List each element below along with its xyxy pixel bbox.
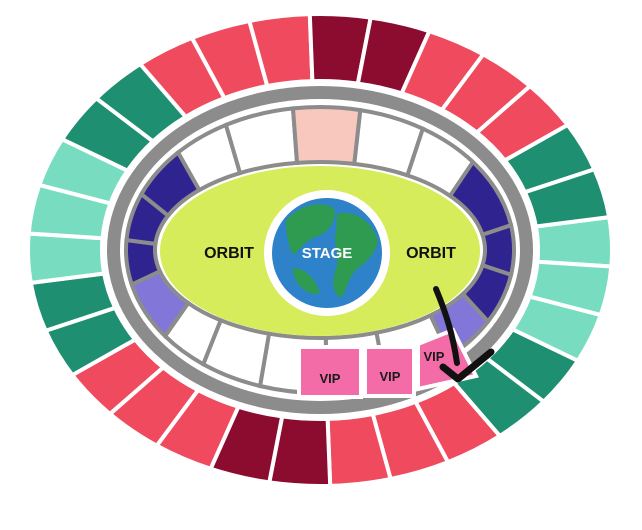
right-floor-label: ORBIT: [406, 245, 456, 262]
vip-label-left: VIP: [320, 371, 341, 386]
vip-label-right: VIP: [424, 349, 445, 364]
inner-section[interactable]: [290, 105, 363, 167]
inner-section[interactable]: [404, 125, 476, 199]
arrow-head: [439, 348, 495, 383]
location-arrow: [433, 286, 495, 383]
left-floor-label: ORBIT: [204, 245, 254, 262]
outer-ring-sections: [26, 12, 614, 488]
stage-globe-land: [292, 268, 320, 294]
stage: STAGE: [264, 190, 390, 316]
vip-label-middle: VIP: [380, 369, 401, 384]
vip-section-middle[interactable]: [363, 345, 416, 398]
arrow-shaft: [433, 286, 460, 366]
outer-section[interactable]: [26, 231, 107, 286]
stage-globe-land: [333, 212, 378, 298]
stage-label: STAGE: [302, 245, 353, 262]
stage-globe-land: [286, 204, 335, 255]
vip-section-left[interactable]: [297, 345, 363, 399]
outer-section[interactable]: [522, 166, 612, 229]
